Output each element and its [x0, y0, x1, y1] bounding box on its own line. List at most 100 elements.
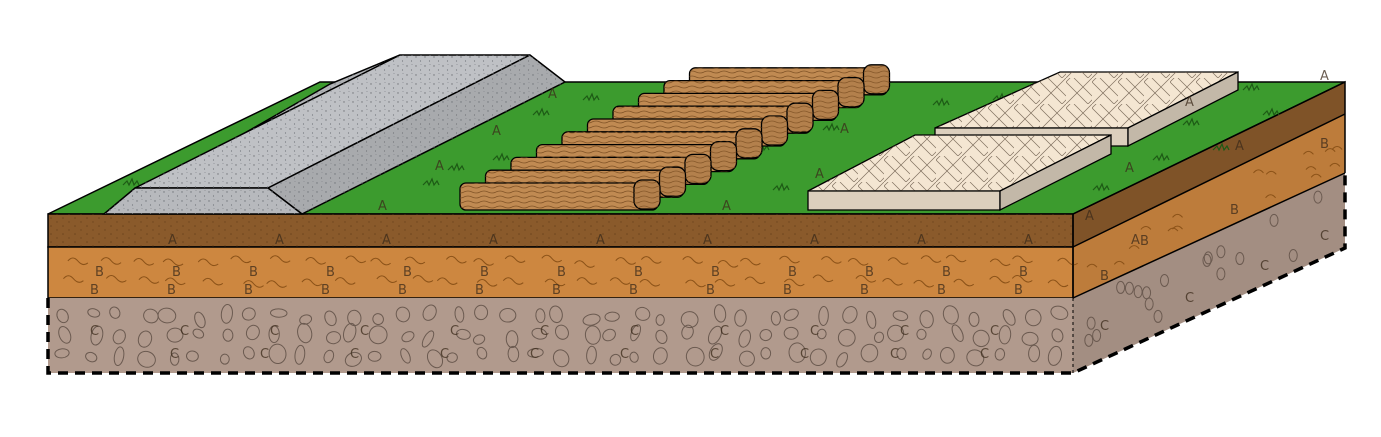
pebble — [1288, 249, 1298, 263]
pebble — [1084, 333, 1094, 347]
crack-mark — [739, 257, 761, 266]
crack-mark — [197, 258, 219, 267]
stone-slab-hatch — [935, 72, 1238, 128]
pebble — [169, 352, 180, 366]
pebble — [994, 348, 1006, 361]
pebble — [1235, 252, 1245, 266]
pebble — [818, 306, 829, 326]
gravel-top-texture — [135, 55, 530, 188]
layer-c-label: C — [800, 347, 809, 362]
pebble — [157, 307, 177, 324]
grass-tuft-icon — [932, 97, 950, 107]
pebble — [939, 347, 955, 364]
layer-b-label: B — [167, 283, 176, 298]
layer-c-label: C — [270, 324, 279, 339]
crack-mark — [473, 258, 494, 266]
pebble — [245, 324, 260, 341]
log-end-grain — [634, 180, 660, 209]
crack-mark — [63, 275, 84, 283]
crack-mark — [1265, 194, 1276, 199]
pebble — [1021, 331, 1039, 346]
crack-mark — [920, 255, 942, 263]
layer-c-label: C — [1185, 291, 1194, 306]
crack-mark — [376, 275, 398, 284]
crack-mark — [243, 280, 264, 288]
pebble — [734, 309, 747, 327]
pebble — [344, 351, 362, 367]
crack-mark — [640, 256, 662, 264]
layer-b-label: B — [1019, 265, 1028, 280]
pebble — [113, 346, 125, 367]
pebble — [1203, 251, 1213, 265]
grass-tuft-icon — [822, 122, 840, 132]
pebble — [426, 349, 444, 369]
crack-mark — [913, 279, 935, 288]
layer-a-label: A — [1235, 139, 1244, 154]
pebble — [1086, 316, 1096, 330]
layer-b-label: B — [937, 283, 946, 298]
layer-a-label: A — [810, 233, 819, 248]
pebble — [194, 311, 206, 329]
layer-a-label: A — [489, 233, 498, 248]
crack-mark — [541, 254, 563, 263]
grass-tuft-icon — [422, 177, 440, 187]
layer-a-label: A — [382, 233, 391, 248]
stone-slab — [934, 70, 1239, 148]
grass-tuft-icon — [1242, 82, 1260, 92]
soil-textures — [48, 146, 1343, 369]
pebble — [1124, 281, 1134, 295]
layer-c-label: C — [630, 324, 639, 339]
pebble — [770, 310, 781, 326]
pebble — [87, 308, 101, 318]
crack-mark — [779, 255, 800, 264]
pebble — [454, 306, 465, 323]
layer-b-label: B — [244, 283, 253, 298]
pebble — [1002, 309, 1016, 326]
pebble — [499, 308, 517, 323]
pebble — [531, 327, 548, 340]
layer-b-label: B — [629, 283, 638, 298]
crack-mark — [1253, 169, 1264, 174]
pebble — [368, 325, 388, 345]
grass-label: A — [435, 159, 444, 174]
crack-mark — [266, 280, 287, 288]
crack-mark — [269, 255, 291, 263]
layer-c-label: C — [360, 324, 369, 339]
side-faces — [1073, 82, 1345, 373]
pebble — [185, 350, 199, 362]
log-end-grain — [838, 77, 864, 107]
stone-slab-hatch — [808, 135, 1111, 191]
crack-mark — [714, 278, 736, 287]
pebble — [1153, 309, 1163, 323]
crack-mark — [1128, 245, 1140, 249]
pebble — [1159, 273, 1169, 287]
crack-mark — [476, 279, 498, 287]
pebble — [268, 325, 280, 344]
layer-c-front — [48, 298, 1073, 373]
layer-b-label: B — [480, 265, 489, 280]
log-end-grain — [787, 103, 813, 133]
pebble — [630, 324, 642, 342]
pebble — [137, 350, 156, 368]
pebble — [783, 326, 799, 340]
stone-slab — [807, 133, 1112, 212]
pebble — [1092, 328, 1102, 342]
pebble — [455, 328, 471, 340]
pebble — [652, 347, 668, 365]
layer-b-label: B — [95, 265, 104, 280]
crack-mark — [504, 255, 526, 263]
pebble — [401, 331, 415, 343]
layer-c-label: C — [620, 347, 629, 362]
pebble — [324, 310, 337, 327]
pebble — [635, 306, 651, 321]
crack-mark — [1057, 257, 1078, 266]
pebble — [837, 328, 856, 347]
pebble — [56, 308, 69, 324]
grass-tuft-icon — [1092, 182, 1110, 192]
crack-mark — [305, 257, 327, 265]
side-face-b — [1073, 114, 1345, 298]
crack-mark — [164, 277, 186, 286]
layer-b-label: B — [403, 265, 412, 280]
